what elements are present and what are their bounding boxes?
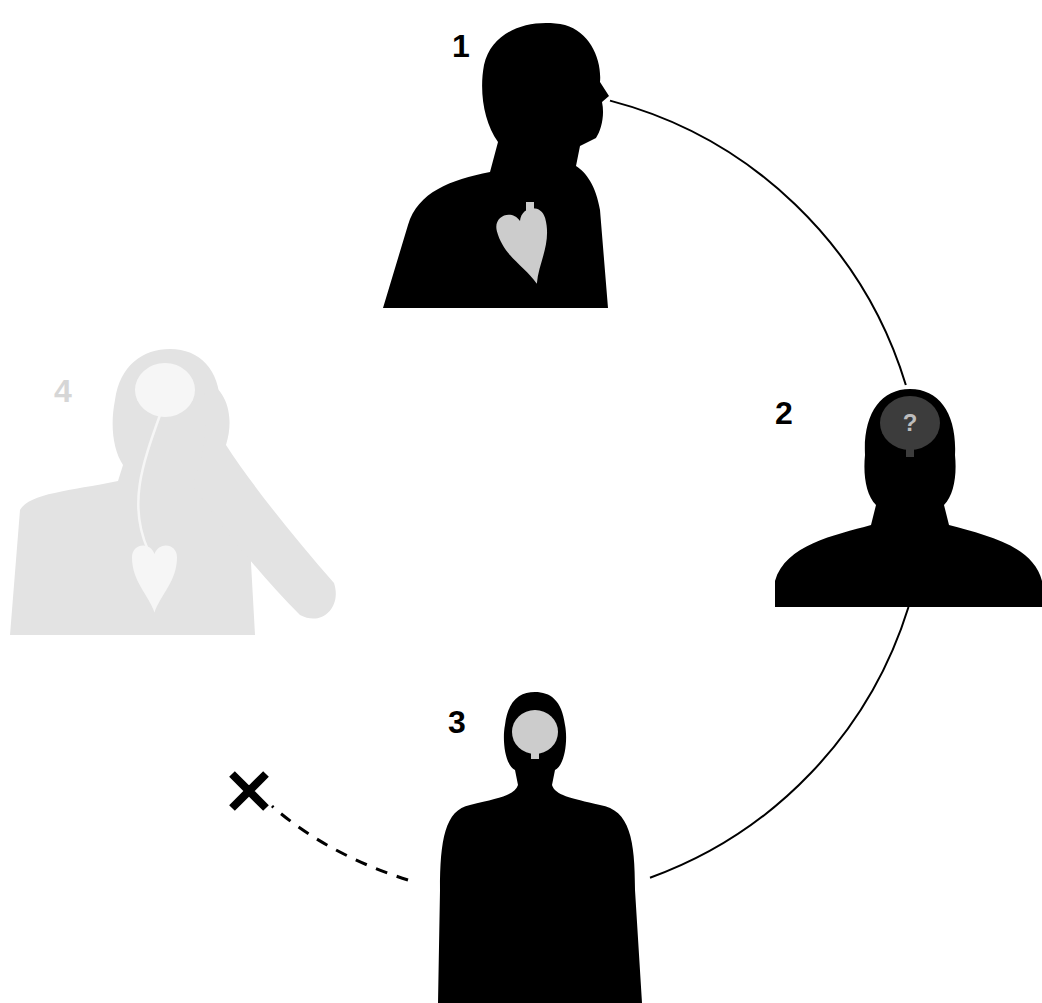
silhouette-part — [526, 202, 534, 216]
callout-number: 2 — [775, 397, 793, 429]
dashed-line — [272, 806, 408, 880]
callout-number: 1 — [452, 30, 470, 62]
silhouette-part — [532, 216, 544, 222]
person-question-figure: 2? — [775, 385, 1042, 607]
silhouette-part — [132, 546, 177, 613]
silhouette — [380, 20, 610, 308]
person-heart-figure: 1 — [380, 20, 610, 308]
cross-mark — [232, 774, 266, 808]
callout-number: 4 — [54, 375, 72, 407]
silhouette-part — [135, 363, 195, 417]
faded-person-figure: 4 — [10, 345, 335, 635]
silhouette-part — [512, 710, 558, 754]
silhouette-part — [192, 380, 336, 619]
silhouette-part — [775, 389, 1042, 607]
silhouette-part — [383, 23, 609, 308]
arc-connector — [610, 101, 906, 385]
silhouette-part — [138, 415, 160, 550]
arc-connector — [650, 607, 909, 878]
silhouette-part — [880, 396, 940, 450]
silhouette-part — [493, 205, 561, 290]
person-brain-figure: 3 — [430, 690, 650, 1003]
silhouette-part — [906, 447, 914, 457]
callout-number: 3 — [448, 706, 466, 738]
silhouette-part — [438, 692, 642, 1003]
silhouette-part — [531, 750, 539, 759]
question-mark: ? — [903, 411, 918, 435]
